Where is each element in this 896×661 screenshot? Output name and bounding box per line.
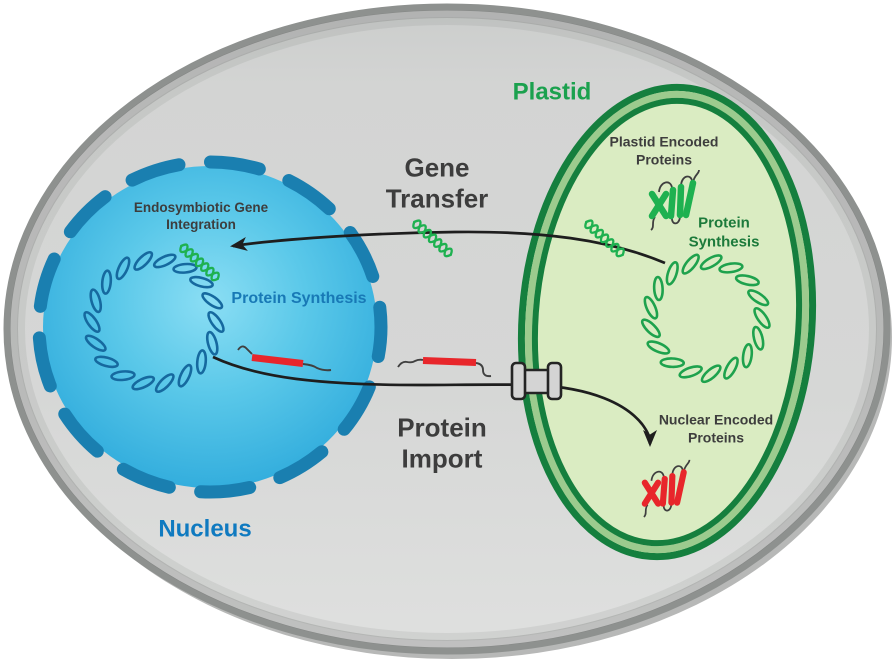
plastid-inner-membrane [531, 97, 803, 547]
gene-transfer-arrow [230, 230, 666, 265]
cell-inner-rim [10, 10, 884, 648]
plastid-dna-icon [640, 253, 771, 384]
nucleus [32, 155, 388, 499]
protein-import-path [212, 355, 657, 447]
nucleus-body [43, 166, 377, 488]
cell-inner-rim-soft [17, 17, 877, 641]
nuclear-dna-icon [83, 250, 225, 394]
plastid-outer-membrane [517, 83, 817, 561]
plastid [517, 83, 817, 561]
translocon-icon [510, 361, 563, 401]
nucleus-envelope [32, 155, 388, 499]
unfolded-protein-icon-nucleus [237, 345, 332, 372]
plastid-intermembrane-space [524, 90, 810, 554]
unfolded-protein-icon-cytosol [397, 357, 492, 378]
